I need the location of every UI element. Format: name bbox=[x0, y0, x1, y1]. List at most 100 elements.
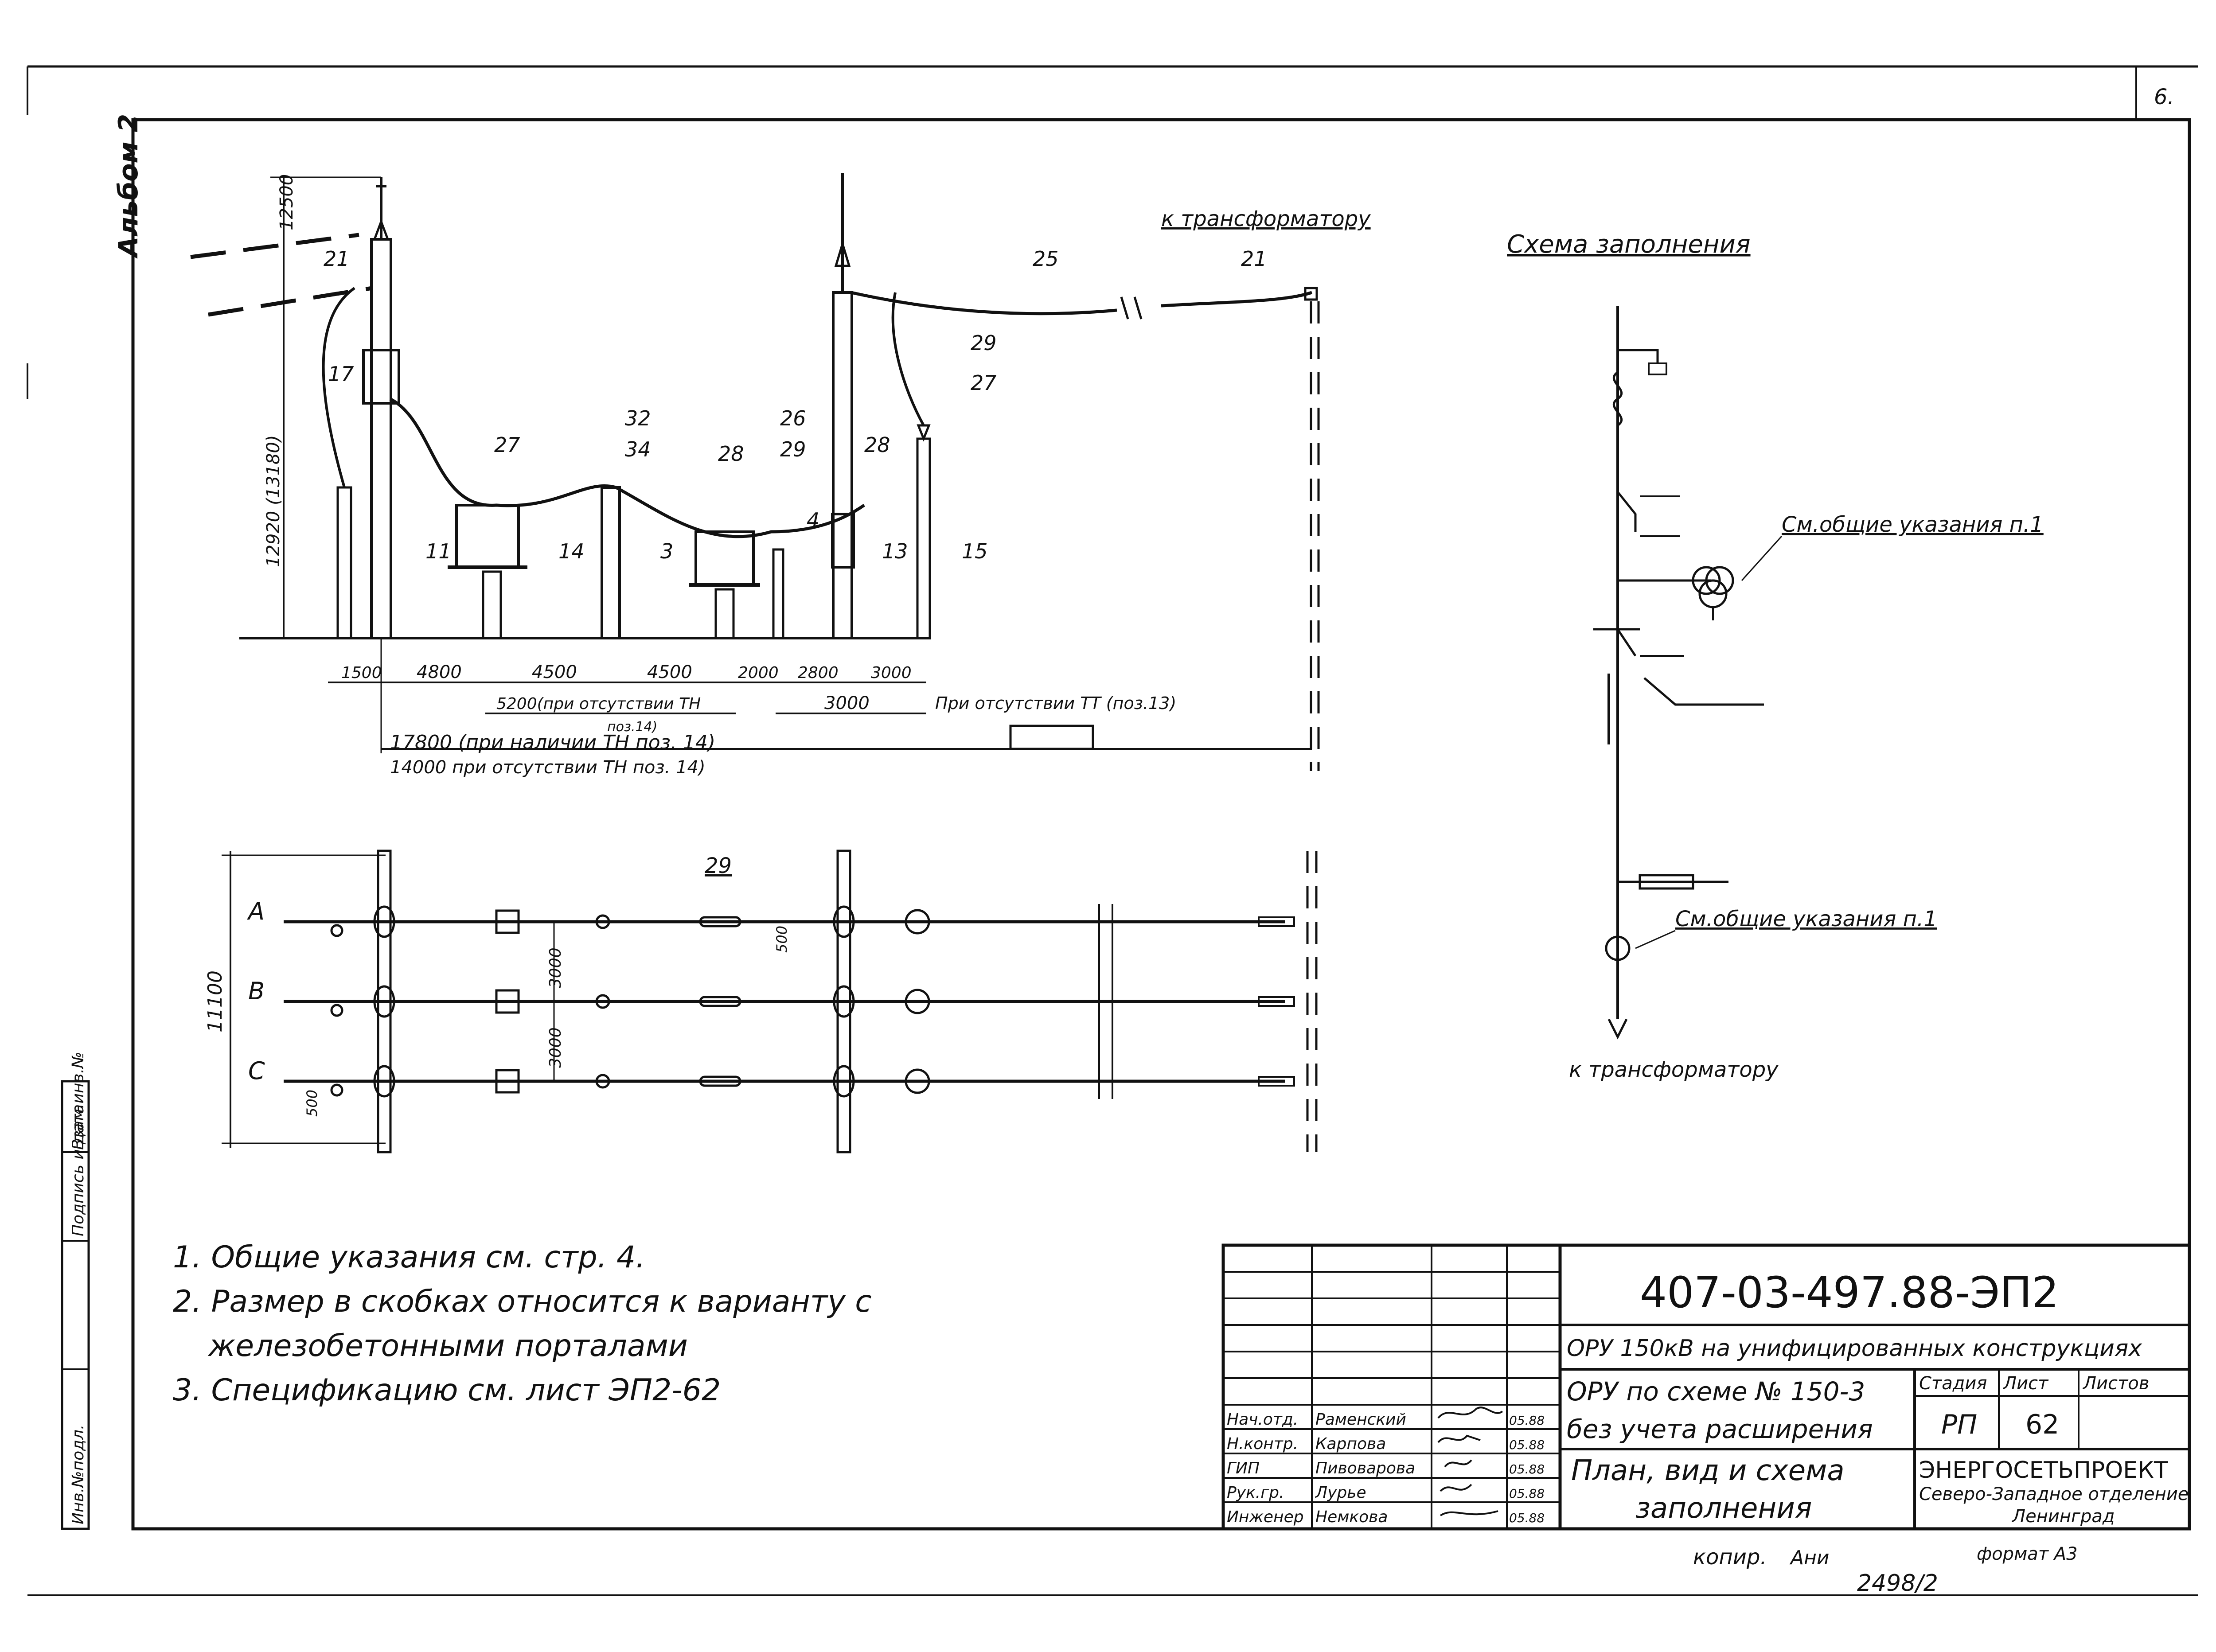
sheet-title-line-2: заполнения bbox=[1635, 1492, 1812, 1525]
dim-4500a: 4500 bbox=[532, 662, 577, 682]
dim-4500b: 4500 bbox=[647, 662, 692, 682]
height-top-dimension: 12500 bbox=[277, 174, 297, 230]
project-title: ОРУ 150кВ на унифицированных конструкция… bbox=[1567, 1335, 2142, 1362]
corner-mark: 6. bbox=[2154, 85, 2174, 109]
stage-value: РП bbox=[1941, 1409, 1977, 1440]
name-4: Лурье bbox=[1315, 1484, 1366, 1502]
signatures bbox=[1437, 1407, 1503, 1516]
dim-2800: 2800 bbox=[798, 664, 839, 682]
pos-13: 13 bbox=[882, 539, 908, 563]
title-block bbox=[1221, 1243, 2191, 1531]
elevation-view bbox=[190, 173, 1320, 771]
pos-26: 26 bbox=[780, 406, 806, 430]
role-4: Рук.гр. bbox=[1227, 1484, 1284, 1502]
name-5: Немкова bbox=[1315, 1508, 1388, 1526]
plan-dim-500-top: 500 bbox=[773, 926, 790, 953]
plan-dim-3000a: 3000 bbox=[546, 947, 565, 988]
elevation-to-transformer: к трансформатору bbox=[1161, 206, 1371, 231]
pos-29a: 29 bbox=[780, 437, 806, 461]
dim-5200: 5200(при отсутствии ТН bbox=[496, 695, 701, 713]
plan-width-dim: 11100 bbox=[204, 970, 226, 1032]
pos-27b: 27 bbox=[971, 371, 997, 395]
side-label-signature: Подпись и дата bbox=[69, 1104, 87, 1236]
note-3: 3. Спецификацию см. лист ЭП2-62 bbox=[173, 1373, 721, 1408]
dim-17800: 17800 (при наличии ТН поз. 14) bbox=[390, 731, 715, 754]
phase-b-label: В bbox=[248, 977, 265, 1005]
plan-dim-500-bottom: 500 bbox=[304, 1090, 320, 1117]
role-5: Инженер bbox=[1227, 1508, 1304, 1526]
dim-2000: 2000 bbox=[738, 664, 779, 682]
col-sheets: Листов bbox=[2082, 1373, 2149, 1394]
role-1: Нач.отд. bbox=[1227, 1410, 1298, 1429]
side-registration-strip bbox=[61, 1080, 90, 1530]
col-stage: Стадия bbox=[1919, 1373, 1987, 1394]
pos-11: 11 bbox=[425, 539, 452, 563]
phase-c-label: С bbox=[248, 1057, 265, 1085]
dim-3000-lower: 3000 bbox=[824, 693, 870, 713]
pos-28b: 28 bbox=[864, 433, 890, 457]
dim-14000: 14000 при отсутствии ТН поз. 14) bbox=[390, 757, 706, 778]
sheet-frame bbox=[27, 65, 2198, 1596]
note-2-cont: железобетонными порталами bbox=[207, 1329, 688, 1364]
side-label-replacement: Взам.инв.№ bbox=[69, 1052, 87, 1150]
schema-note-1: См.общие указания п.1 bbox=[1782, 512, 2044, 537]
pos-32: 32 bbox=[625, 406, 651, 430]
pos-3: 3 bbox=[660, 539, 673, 563]
subtitle-line-2: без учета расширения bbox=[1567, 1414, 1873, 1444]
org-line-1: ЭНЕРГОСЕТЬПРОЕКТ bbox=[1919, 1457, 2168, 1484]
sheet-title-line-1: План, вид и схема bbox=[1571, 1454, 1845, 1487]
plan-dim-3000b: 3000 bbox=[546, 1027, 565, 1068]
name-1: Раменский bbox=[1315, 1410, 1406, 1429]
dim-5200-note: поз.14) bbox=[607, 719, 657, 735]
pos-25: 25 bbox=[1033, 247, 1059, 271]
date-5: 05.88 bbox=[1509, 1511, 1545, 1525]
dim-4800: 4800 bbox=[417, 662, 462, 682]
elevation-horizontal-dimensions bbox=[328, 638, 1312, 753]
note-2: 2. Размер в скобках относится к варианту… bbox=[173, 1284, 872, 1319]
dim-no-tt: При отсутствии ТТ (поз.13) bbox=[935, 694, 1176, 713]
note-1: 1. Общие указания см. стр. 4. bbox=[173, 1240, 645, 1275]
schema-diagram bbox=[1593, 306, 1783, 1040]
subtitle-line-1: ОРУ по схеме № 150-3 bbox=[1567, 1376, 1865, 1407]
dim-3000: 3000 bbox=[871, 664, 912, 682]
org-line-2: Северо-Западное отделение bbox=[1919, 1484, 2189, 1504]
document-code: 407-03-497.88-ЭП2 bbox=[1640, 1268, 2059, 1317]
schema-bottom-label: к трансформатору bbox=[1569, 1057, 1779, 1082]
dim-1500: 1500 bbox=[341, 664, 382, 682]
inventory-number: 2498/2 bbox=[1857, 1570, 1938, 1597]
org-line-3: Ленинград bbox=[2011, 1506, 2115, 1527]
schema-note-2: См.общие указания п.1 bbox=[1675, 907, 1937, 931]
name-2: Карпова bbox=[1315, 1435, 1386, 1453]
pos-21-left: 21 bbox=[324, 247, 350, 271]
copied-label: копир. bbox=[1693, 1545, 1767, 1570]
col-sheet: Лист bbox=[2002, 1373, 2049, 1394]
date-1: 05.88 bbox=[1509, 1413, 1545, 1428]
schema-title: Схема заполнения bbox=[1507, 230, 1751, 259]
role-3: ГИП bbox=[1227, 1459, 1260, 1477]
height-main-dimension: 12920 (13180) bbox=[263, 435, 284, 567]
plan-view bbox=[222, 849, 1318, 1153]
copier-signature: Ани bbox=[1789, 1547, 1829, 1569]
pos-27a: 27 bbox=[494, 433, 520, 457]
pos-14: 14 bbox=[558, 539, 585, 563]
pos-4: 4 bbox=[807, 508, 819, 532]
format-label: формат А3 bbox=[1977, 1544, 2078, 1564]
phase-a-label: А bbox=[247, 897, 265, 925]
role-2: Н.контр. bbox=[1227, 1435, 1298, 1453]
pos-21-right: 21 bbox=[1241, 247, 1267, 271]
plan-pos-29: 29 bbox=[705, 853, 732, 878]
pos-15: 15 bbox=[962, 539, 988, 563]
pos-17: 17 bbox=[328, 362, 354, 386]
elevation-height-dimensions bbox=[270, 176, 381, 638]
pos-29b: 29 bbox=[971, 331, 997, 355]
pos-28a: 28 bbox=[718, 442, 744, 466]
side-label-inventory: Инв.№подл. bbox=[69, 1425, 87, 1524]
sheet-number: 62 bbox=[2025, 1409, 2059, 1440]
date-2: 05.88 bbox=[1509, 1438, 1545, 1452]
date-4: 05.88 bbox=[1509, 1486, 1545, 1501]
album-label: Альбом 2 bbox=[113, 114, 144, 259]
pos-34: 34 bbox=[625, 437, 651, 461]
name-3: Пивоварова bbox=[1315, 1459, 1415, 1477]
